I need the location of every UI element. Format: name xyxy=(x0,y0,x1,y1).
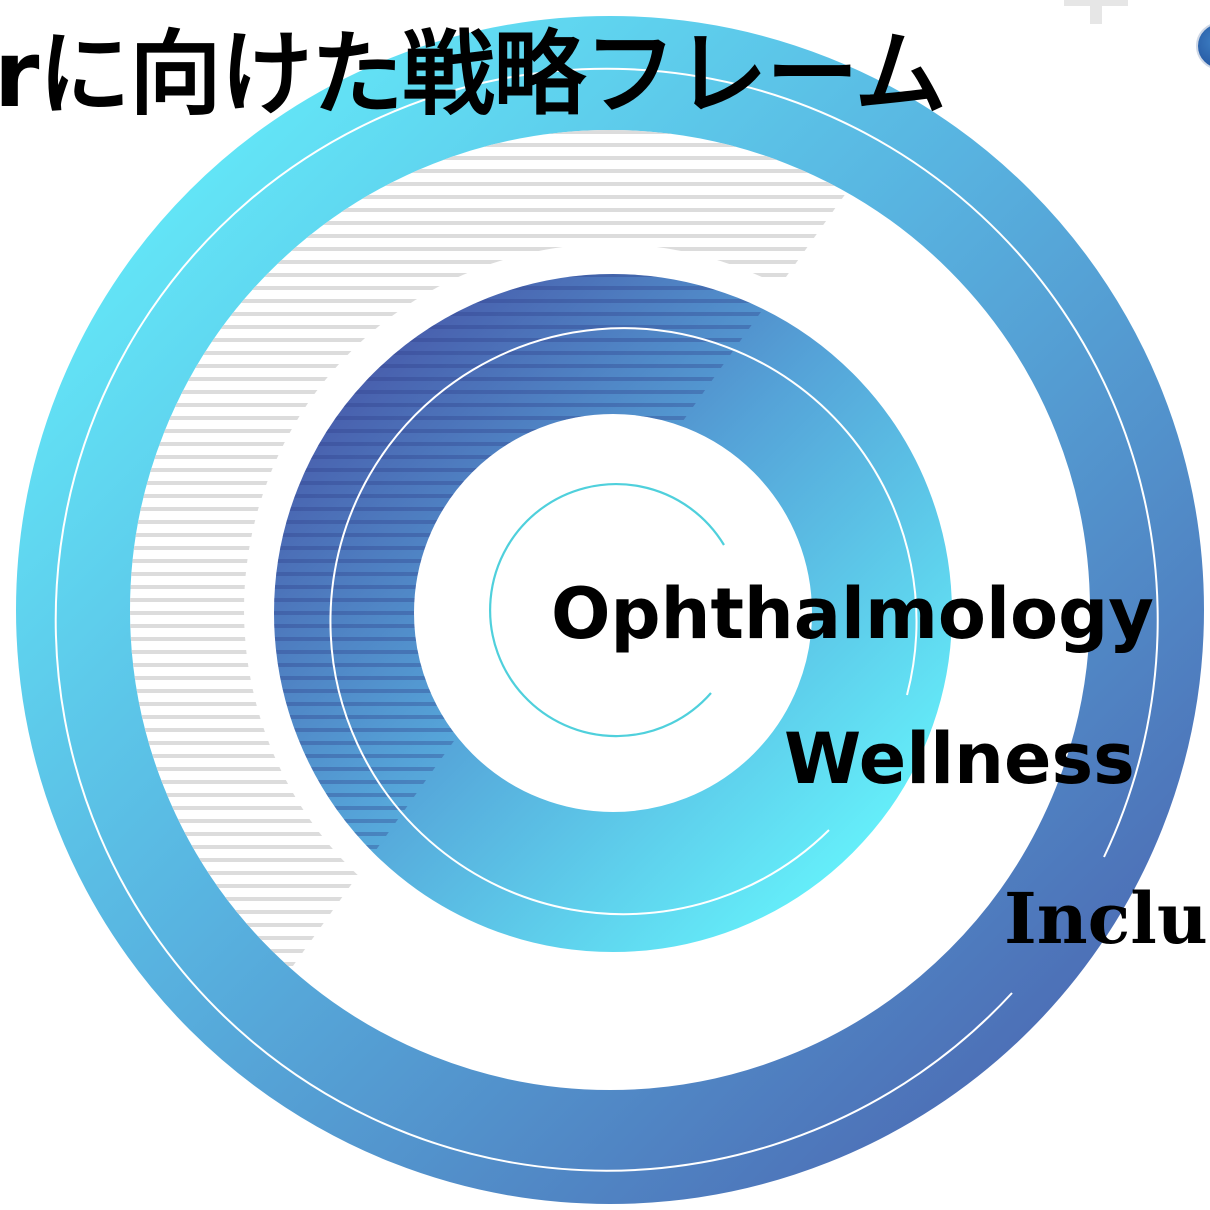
slide-title: rに向けた戦略フレーム xyxy=(0,21,947,128)
ring-label-inclusion: Inclu xyxy=(1004,877,1208,960)
outer-ring xyxy=(16,16,1204,1204)
inner-white-arc xyxy=(329,327,918,916)
plus-icon xyxy=(1064,0,1128,32)
ring-label-ophthalmology: Ophthalmology xyxy=(551,573,1154,655)
center-arc xyxy=(489,482,725,738)
ring-label-wellness: Wellness xyxy=(784,718,1135,800)
outer-white-arc xyxy=(54,67,1159,1172)
